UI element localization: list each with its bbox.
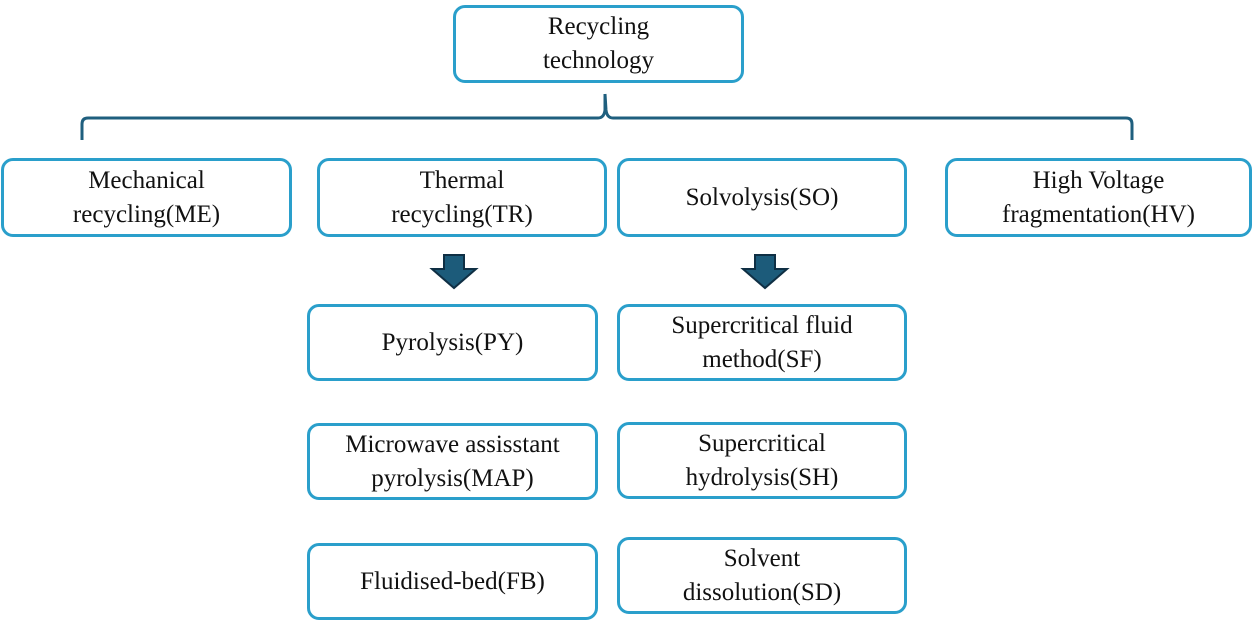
node-label-line: recycling(ME) — [72, 200, 221, 228]
node-label-line: pyrolysis(MAP) — [371, 464, 534, 492]
node-label-line: hydrolysis(SH) — [685, 463, 839, 491]
node-supercritical-hydrolysis: Supercritical hydrolysis(SH) — [617, 422, 907, 499]
node-label-line: Solvolysis(SO) — [685, 183, 839, 211]
node-supercritical-fluid-method: Supercritical fluid method(SF) — [617, 304, 907, 381]
node-label-line: dissolution(SD) — [682, 578, 842, 606]
node-label-line: Fluidised-bed(FB) — [360, 567, 545, 595]
node-label-line: Mechanical — [88, 166, 205, 194]
node-label-line: Thermal — [419, 166, 505, 194]
node-label-line: Supercritical fluid — [671, 311, 853, 339]
node-label-line: Microwave assisstant — [345, 430, 560, 458]
node-label-line: Supercritical — [698, 429, 826, 457]
node-microwave-assisted-pyrolysis: Microwave assisstant pyrolysis(MAP) — [307, 423, 598, 500]
node-fluidised-bed: Fluidised-bed(FB) — [307, 543, 598, 620]
node-label-line: Pyrolysis(PY) — [381, 328, 524, 356]
node-label-line: fragmentation(HV) — [1002, 200, 1195, 228]
node-label-line: technology — [542, 47, 655, 74]
node-label-line: Recycling — [547, 13, 650, 40]
root-node-recycling-technology: Recycling technology — [453, 5, 744, 83]
arrow-down-icon-thermal — [429, 254, 479, 290]
node-label-line: method(SF) — [702, 345, 822, 373]
node-pyrolysis: Pyrolysis(PY) — [307, 304, 598, 381]
node-high-voltage-fragmentation: High Voltage fragmentation(HV) — [945, 158, 1252, 237]
node-thermal-recycling: Thermal recycling(TR) — [317, 158, 607, 237]
arrow-down-icon-solvolysis — [740, 254, 790, 290]
node-label-line: recycling(TR) — [391, 200, 533, 228]
node-label-line: Solvent — [723, 544, 801, 572]
node-solvent-dissolution: Solvent dissolution(SD) — [617, 537, 907, 614]
node-solvolysis: Solvolysis(SO) — [617, 158, 907, 237]
node-mechanical-recycling: Mechanical recycling(ME) — [1, 158, 292, 237]
brace-connector — [80, 93, 1134, 140]
node-label-line: High Voltage — [1032, 166, 1165, 194]
